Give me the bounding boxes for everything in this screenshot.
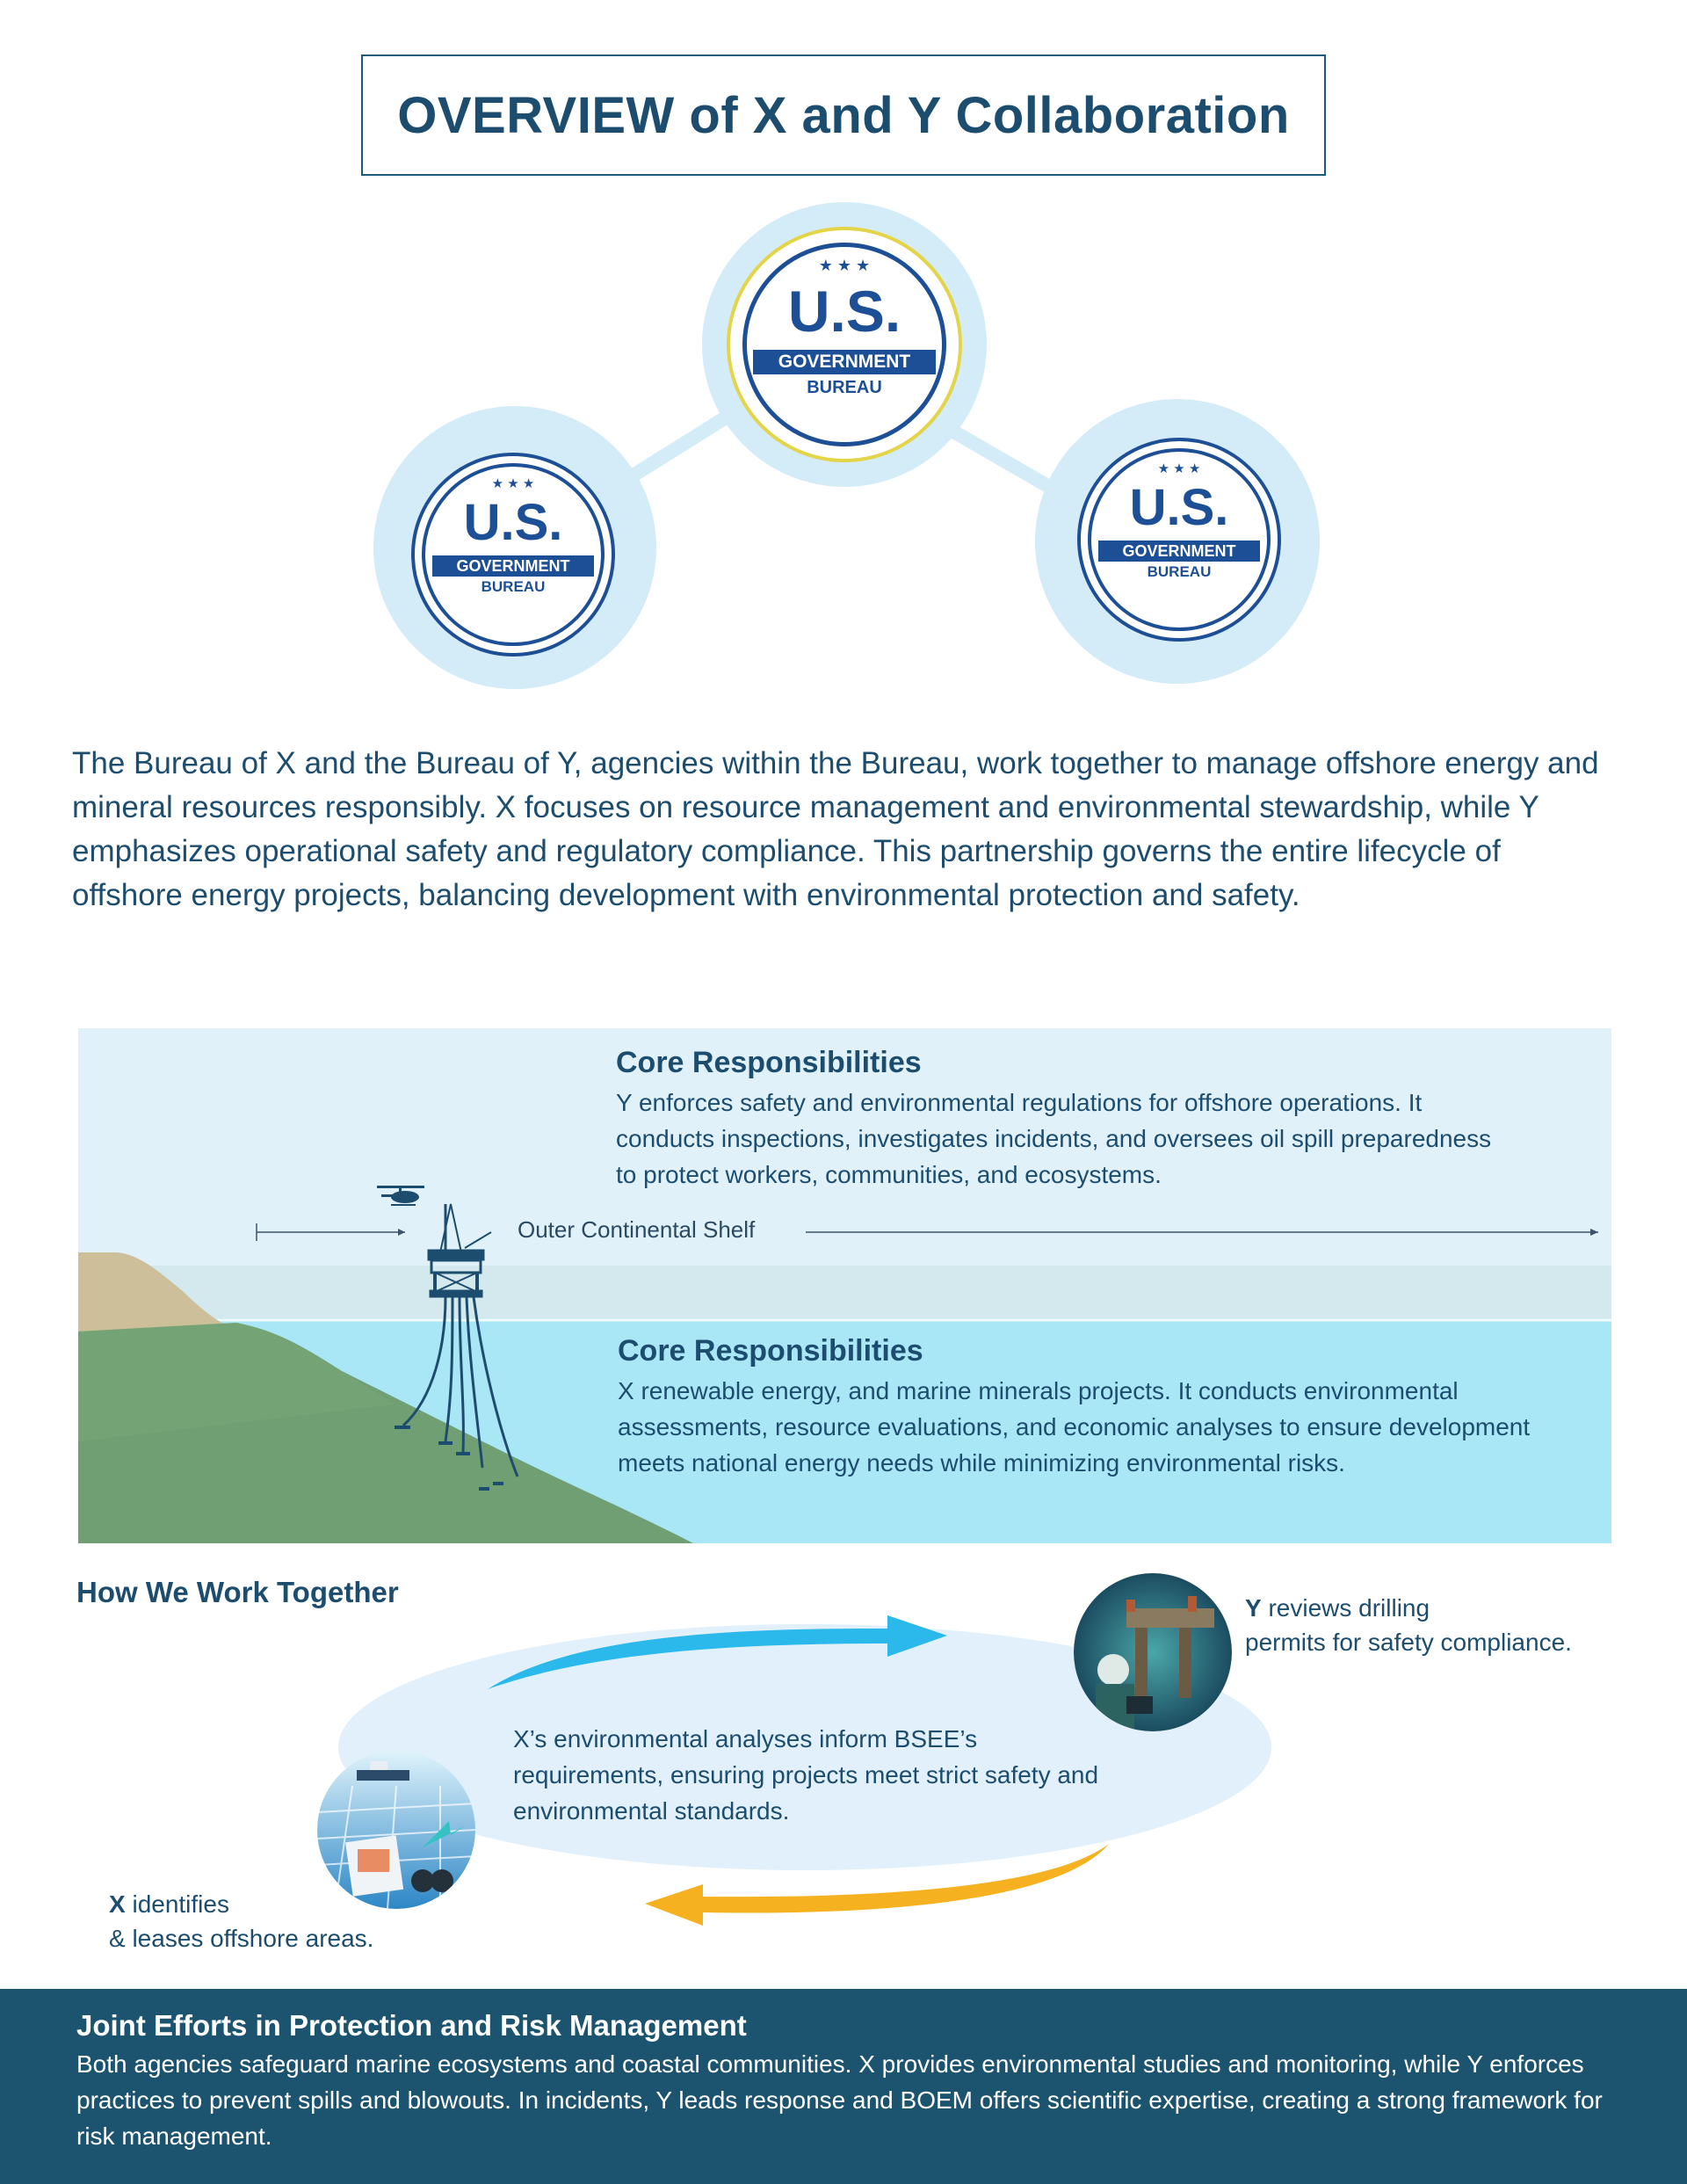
cycle-center-text: X’s environmental analyses inform BSEE’s… <box>513 1725 1099 1825</box>
y-responsibilities-text: Y enforces safety and environmental regu… <box>616 1089 1492 1188</box>
y-responsibilities-title: Core Responsibilities <box>616 1046 922 1079</box>
seal-stars: ★ ★ ★ <box>818 257 871 274</box>
seal-us-text: U.S. <box>463 494 563 551</box>
page-title: OVERVIEW of X and Y Collaboration <box>397 86 1290 144</box>
cycle-arrows <box>488 1615 1109 1926</box>
seal-bureau-text: BUREAU <box>481 578 546 595</box>
y-note-line2: permits for safety compliance. <box>1245 1629 1572 1656</box>
seal-right: ★ ★ ★ U.S. GOVERNMENT BUREAU <box>1077 438 1281 642</box>
y-note-line1: reviews drilling <box>1261 1594 1430 1622</box>
ocean-illustration: Outer Continental Shelf Core Responsibil… <box>78 1028 1611 1543</box>
oil-platform-icon <box>427 1203 492 1298</box>
x-survey-photo <box>317 1751 475 1909</box>
footer-text: Both agencies safeguard marine ecosystem… <box>76 2050 1603 2150</box>
arrow-orange <box>645 1844 1109 1926</box>
footer-title: Joint Efforts in Protection and Risk Man… <box>76 2009 747 2042</box>
seal-band: GOVERNMENT <box>432 555 594 577</box>
x-note: X identifies & leases offshore areas. <box>109 1887 425 1955</box>
seal-band: GOVERNMENT <box>1098 541 1260 562</box>
seal-band: GOVERNMENT <box>753 350 936 374</box>
seal-center: ★ ★ ★ U.S. GOVERNMENT BUREAU <box>727 227 962 462</box>
how-section-title: How We Work Together <box>76 1576 399 1608</box>
x-responsibilities-text: X renewable energy, and marine minerals … <box>618 1377 1531 1477</box>
y-note-bold: Y <box>1245 1594 1262 1622</box>
y-inspection-photo <box>1074 1573 1232 1731</box>
intro-paragraph: The Bureau of X and the Bureau of Y, age… <box>72 746 1599 912</box>
title-box: OVERVIEW of X and Y Collaboration <box>361 54 1326 176</box>
seal-us-text: U.S. <box>787 279 901 344</box>
x-note-line2: & leases offshore areas. <box>109 1925 374 1952</box>
helicopter-icon <box>377 1186 424 1206</box>
seal-left: ★ ★ ★ U.S. GOVERNMENT BUREAU <box>411 453 615 657</box>
seal-us-text: U.S. <box>1129 479 1229 536</box>
seal-stars: ★ ★ ★ <box>1157 461 1201 476</box>
shelf-label: Outer Continental Shelf <box>518 1216 756 1243</box>
seal-stars: ★ ★ ★ <box>491 476 535 491</box>
x-responsibilities-title: Core Responsibilities <box>618 1334 923 1368</box>
arrow-blue <box>488 1615 947 1689</box>
footer-band <box>0 1989 1687 2184</box>
seal-bureau-text: BUREAU <box>807 378 882 397</box>
x-note-line1: identifies <box>125 1890 229 1918</box>
seal-bureau-text: BUREAU <box>1147 563 1212 580</box>
x-note-bold: X <box>109 1890 126 1918</box>
y-note: Y reviews drilling permits for safety co… <box>1245 1591 1614 1659</box>
